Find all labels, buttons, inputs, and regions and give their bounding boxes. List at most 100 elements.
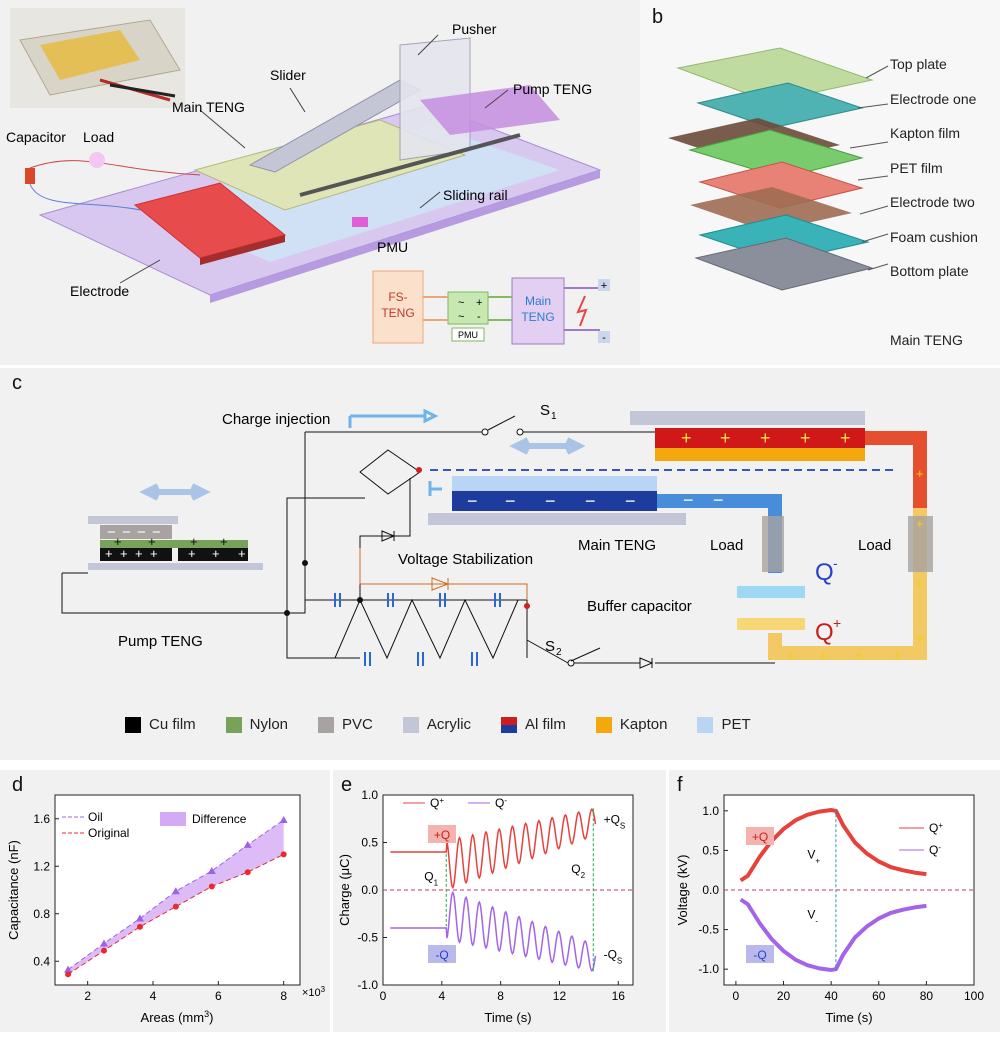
label-main-teng: Main TENG [172, 99, 245, 115]
layer-label: Bottom plate [890, 263, 969, 279]
pump-teng-pvc [100, 525, 172, 539]
legend-label: PET [721, 716, 751, 733]
main-teng-al-bottom [452, 491, 657, 511]
plus-charge: + [114, 534, 122, 549]
legend-swatch [125, 716, 141, 733]
y-tick-label: 0.5 [702, 843, 719, 857]
pump-teng-acrylic-top [88, 516, 178, 524]
plus-charge: + [238, 546, 246, 561]
minus-charge: − [152, 524, 161, 541]
minus-charge: − [585, 491, 596, 511]
plus-charge: + [760, 428, 771, 448]
legend-swatch [318, 716, 335, 733]
label-minus-q: -Q [435, 948, 448, 962]
main-teng-acrylic-top [630, 411, 865, 425]
x-axis-label: Time (s) [484, 1010, 531, 1025]
badge-minus-q [746, 945, 774, 963]
charge-injection-arrow [348, 408, 439, 428]
plus-charge: + [800, 428, 811, 448]
main-teng-kapton [655, 448, 865, 461]
label-q-minus: Q [815, 559, 834, 586]
fs-teng-block: FS- TENG [372, 270, 424, 344]
buffer-cap-top [737, 586, 805, 598]
pump-teng-nylon [100, 540, 248, 548]
label-buffer-capacitor: Buffer capacitor [587, 598, 692, 615]
main-teng-inset-line2: TENG [521, 310, 554, 324]
fs-teng-line1: FS- [388, 290, 407, 304]
y-tick-label: -0.5 [698, 923, 719, 937]
circuit-diagram: Charge injection S 1 Voltage Stabilizati… [61, 402, 933, 669]
label-qs-plus: +QS [604, 813, 626, 831]
minus-charge: − [683, 490, 694, 510]
x-tick-label: 2 [84, 989, 91, 1003]
minus-charge: − [625, 491, 636, 511]
label-pmu: PMU [377, 239, 408, 255]
sliding-rail [299, 133, 521, 197]
data-point [101, 947, 107, 954]
legend-label-difference: Difference [192, 812, 247, 826]
series-line [739, 897, 927, 972]
legend-label: Cu film [149, 716, 196, 733]
label-plus-q: +Q [752, 830, 768, 844]
legend-label: Acrylic [426, 716, 472, 733]
x-tick-label: 40 [824, 989, 838, 1003]
minus-charge: − [467, 491, 478, 511]
legend-item: Acrylic [402, 716, 472, 733]
plus-charge: + [893, 648, 901, 663]
plus-charge: + [135, 546, 143, 561]
y-tick-label: 1.0 [361, 788, 378, 802]
legend-swatch [697, 716, 714, 733]
series-line [390, 808, 597, 890]
main-teng-pet [452, 476, 657, 491]
legend-label-qminus: Q- [929, 843, 941, 858]
pmu-box [352, 217, 368, 227]
main-teng-block: Main TENG [511, 277, 565, 345]
x-tick-label: 80 [920, 989, 934, 1003]
label-sliding-rail: Sliding rail [443, 187, 508, 203]
pump-move-arrow [139, 483, 211, 501]
x-tick-label: 16 [612, 989, 626, 1003]
y-axis-label: Charge (μC) [337, 854, 352, 926]
panel-c: c [0, 368, 1000, 760]
pump-teng-acrylic-bottom [88, 563, 263, 570]
panel-a-illustration: FS- TENG ~ + ~ - PMU Main TENG + - Pushe… [6, 8, 610, 345]
minus-charge: − [545, 491, 556, 511]
label-capacitor: Capacitor [6, 129, 66, 145]
pump-teng [420, 85, 560, 135]
label-q-minus-sup: - [833, 555, 838, 571]
label-plus-q: +Q [434, 828, 450, 842]
diode-stabilization [431, 577, 450, 591]
series-line [390, 890, 597, 972]
data-point [279, 815, 288, 823]
data-point [100, 939, 108, 947]
label-s1: S [540, 402, 550, 419]
lightning-icon [576, 295, 588, 327]
x-multiplier: ×103 [302, 985, 326, 1000]
label-v-minus: V- [807, 908, 818, 926]
y-tick-label: 1.0 [702, 804, 719, 818]
data-point [64, 965, 73, 973]
panel-label-e: e [341, 774, 353, 796]
legend-item: PVC [318, 716, 373, 733]
multiplier-ladder [334, 598, 519, 660]
legend-item: PET [697, 716, 751, 733]
label-q-plus: Q [815, 619, 834, 646]
data-point [171, 887, 180, 895]
x-tick-label: 8 [497, 989, 504, 1003]
y-tick-label: 1.6 [33, 812, 50, 826]
main-teng-al-top [655, 428, 865, 448]
bridge-rectifier [359, 449, 421, 495]
layer-label: Kapton film [890, 125, 961, 141]
x-tick-label: 8 [280, 989, 287, 1003]
inset-minus-terminal: - [602, 332, 606, 344]
y-tick-label: 0.5 [361, 836, 378, 850]
label-s1-sub: 1 [551, 411, 557, 422]
legend-fill-swatch [160, 812, 186, 826]
x-tick-label: 20 [777, 989, 791, 1003]
x-axis-label: Areas (mm3) [141, 1009, 214, 1025]
